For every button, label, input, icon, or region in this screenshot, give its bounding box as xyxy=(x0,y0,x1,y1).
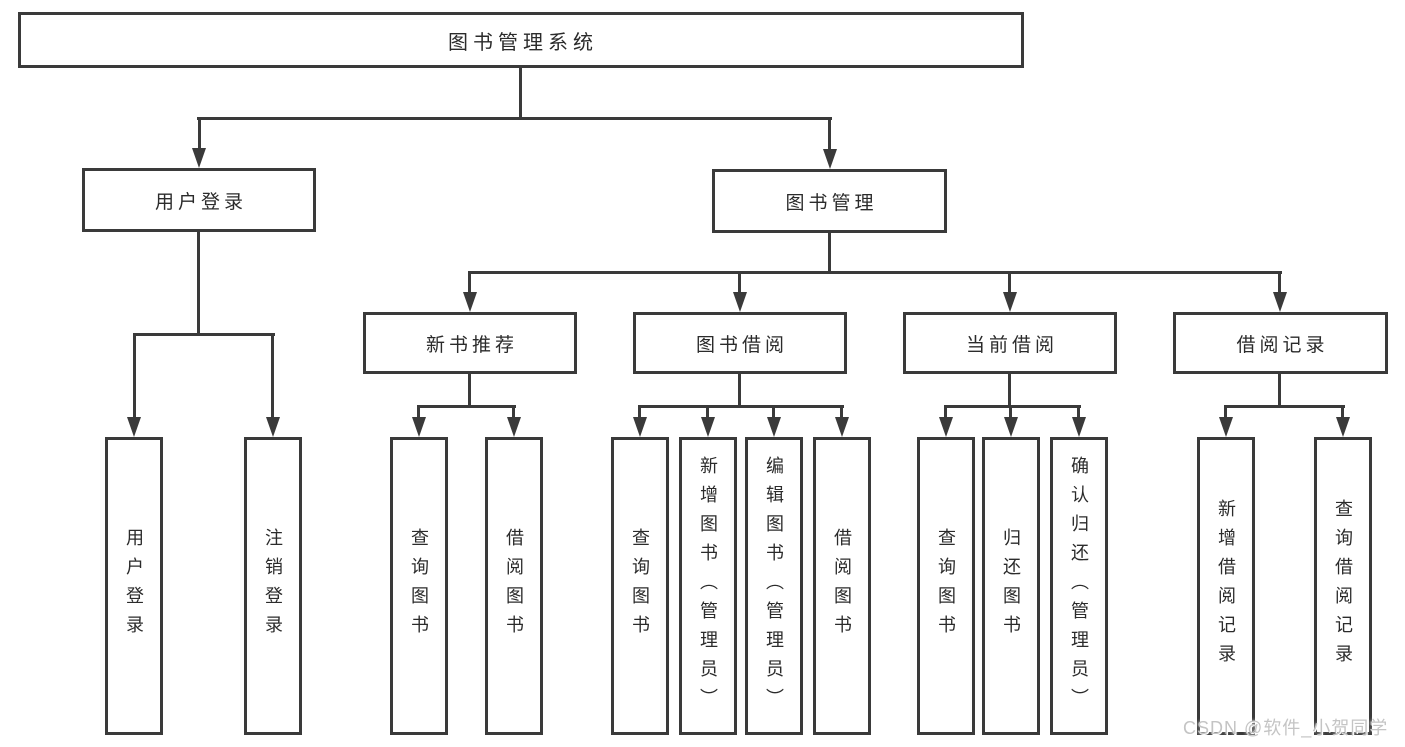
connector-drop xyxy=(738,271,741,294)
connector-drop xyxy=(944,405,947,419)
node-user-login: 用户登录 xyxy=(82,168,316,232)
leaf-return-books: 归还图书 xyxy=(982,437,1040,735)
arrowhead-icon xyxy=(1336,417,1350,437)
node-book-borrowing: 图书借阅 xyxy=(633,312,847,374)
connector-trunk xyxy=(468,374,471,407)
leaf-label: 编辑图书（管理员） xyxy=(764,455,784,717)
arrowhead-icon xyxy=(733,292,747,312)
connector-drop xyxy=(1077,405,1080,419)
leaf-label: 查询图书 xyxy=(936,528,956,644)
arrowhead-icon xyxy=(1004,417,1018,437)
connector-level2-rail xyxy=(197,117,832,120)
node-book-management: 图书管理 xyxy=(712,169,947,233)
leaf-borrow-books-recommend: 借阅图书 xyxy=(485,437,543,735)
arrowhead-icon xyxy=(1273,292,1287,312)
node-label: 图书管理系统 xyxy=(448,31,598,54)
arrowhead-icon xyxy=(507,417,521,437)
node-library-management-system: 图书管理系统 xyxy=(18,12,1024,68)
leaf-query-books-current: 查询图书 xyxy=(917,437,975,735)
connector-drop xyxy=(638,405,641,419)
leaf-label: 用户登录 xyxy=(124,528,144,644)
node-label: 新书推荐 xyxy=(425,334,518,356)
arrowhead-icon xyxy=(463,292,477,312)
connector-drop xyxy=(271,333,274,418)
leaf-add-books-admin: 新增图书（管理员） xyxy=(679,437,737,735)
leaf-label: 查询图书 xyxy=(409,528,429,644)
connector-trunk xyxy=(1008,374,1011,407)
leaf-edit-books-admin: 编辑图书（管理员） xyxy=(745,437,803,735)
leaf-label: 查询图书 xyxy=(630,528,650,644)
leaf-query-books-recommend: 查询图书 xyxy=(390,437,448,735)
arrowhead-icon xyxy=(939,417,953,437)
arrowhead-icon xyxy=(1003,292,1017,312)
arrowhead-icon xyxy=(266,417,280,437)
connector-drop xyxy=(468,271,471,294)
leaf-label: 注销登录 xyxy=(263,528,283,644)
connector-drop xyxy=(133,333,136,418)
csdn-watermark: CSDN @软件_小贺同学 xyxy=(1183,718,1389,738)
leaf-label: 借阅图书 xyxy=(832,528,852,644)
connector-root-trunk xyxy=(519,68,522,119)
connector-drop xyxy=(198,117,201,149)
connector-drop xyxy=(512,405,515,419)
arrowhead-icon xyxy=(127,417,141,437)
arrowhead-icon xyxy=(1219,417,1233,437)
arrowhead-icon xyxy=(701,417,715,437)
node-new-book-recommendation: 新书推荐 xyxy=(363,312,577,374)
leaf-label: 新增图书（管理员） xyxy=(698,455,718,717)
leaf-label: 归还图书 xyxy=(1001,528,1021,644)
connector-rail xyxy=(638,405,844,408)
leaf-user-login: 用户登录 xyxy=(105,437,163,735)
connector-drop xyxy=(1341,405,1344,419)
leaf-label: 查询借阅记录 xyxy=(1333,499,1353,673)
arrowhead-icon xyxy=(633,417,647,437)
leaf-query-books-borrow: 查询图书 xyxy=(611,437,669,735)
leaf-label: 新增借阅记录 xyxy=(1216,499,1236,673)
connector-drop xyxy=(417,405,420,419)
arrowhead-icon xyxy=(1072,417,1086,437)
connector-user-login-rail xyxy=(133,333,275,336)
leaf-borrow-books: 借阅图书 xyxy=(813,437,871,735)
connector-level3-rail xyxy=(468,271,1282,274)
connector-rail xyxy=(944,405,1081,408)
leaf-add-borrow-record: 新增借阅记录 xyxy=(1197,437,1255,735)
node-label: 用户登录 xyxy=(154,191,247,213)
connector-rail xyxy=(417,405,516,408)
connector-user-login-trunk xyxy=(197,232,200,335)
connector-drop xyxy=(1009,405,1012,419)
leaf-label: 确认归还（管理员） xyxy=(1069,455,1089,717)
connector-trunk xyxy=(738,374,741,407)
node-label: 当前借阅 xyxy=(965,334,1058,356)
node-label: 借阅记录 xyxy=(1236,334,1329,356)
connector-trunk xyxy=(1278,374,1281,407)
arrowhead-icon xyxy=(835,417,849,437)
connector-drop xyxy=(1008,271,1011,294)
arrowhead-icon xyxy=(767,417,781,437)
leaf-label: 借阅图书 xyxy=(504,528,524,644)
arrowhead-icon xyxy=(412,417,426,437)
connector-rail xyxy=(1224,405,1345,408)
connector-drop xyxy=(840,405,843,419)
connector-drop xyxy=(706,405,709,419)
arrowhead-icon xyxy=(823,149,837,169)
node-borrowing-records: 借阅记录 xyxy=(1173,312,1388,374)
leaf-confirm-return-admin: 确认归还（管理员） xyxy=(1050,437,1108,735)
leaf-query-borrow-record: 查询借阅记录 xyxy=(1314,437,1372,735)
connector-drop xyxy=(828,117,831,150)
connector-drop xyxy=(772,405,775,419)
node-label: 图书借阅 xyxy=(695,334,788,356)
node-label: 图书管理 xyxy=(785,192,878,214)
connector-drop xyxy=(1278,271,1281,294)
node-current-borrowing: 当前借阅 xyxy=(903,312,1117,374)
connector-drop xyxy=(1224,405,1227,419)
arrowhead-icon xyxy=(192,148,206,168)
connector-book-mgmt-trunk xyxy=(828,233,831,274)
leaf-logout: 注销登录 xyxy=(244,437,302,735)
